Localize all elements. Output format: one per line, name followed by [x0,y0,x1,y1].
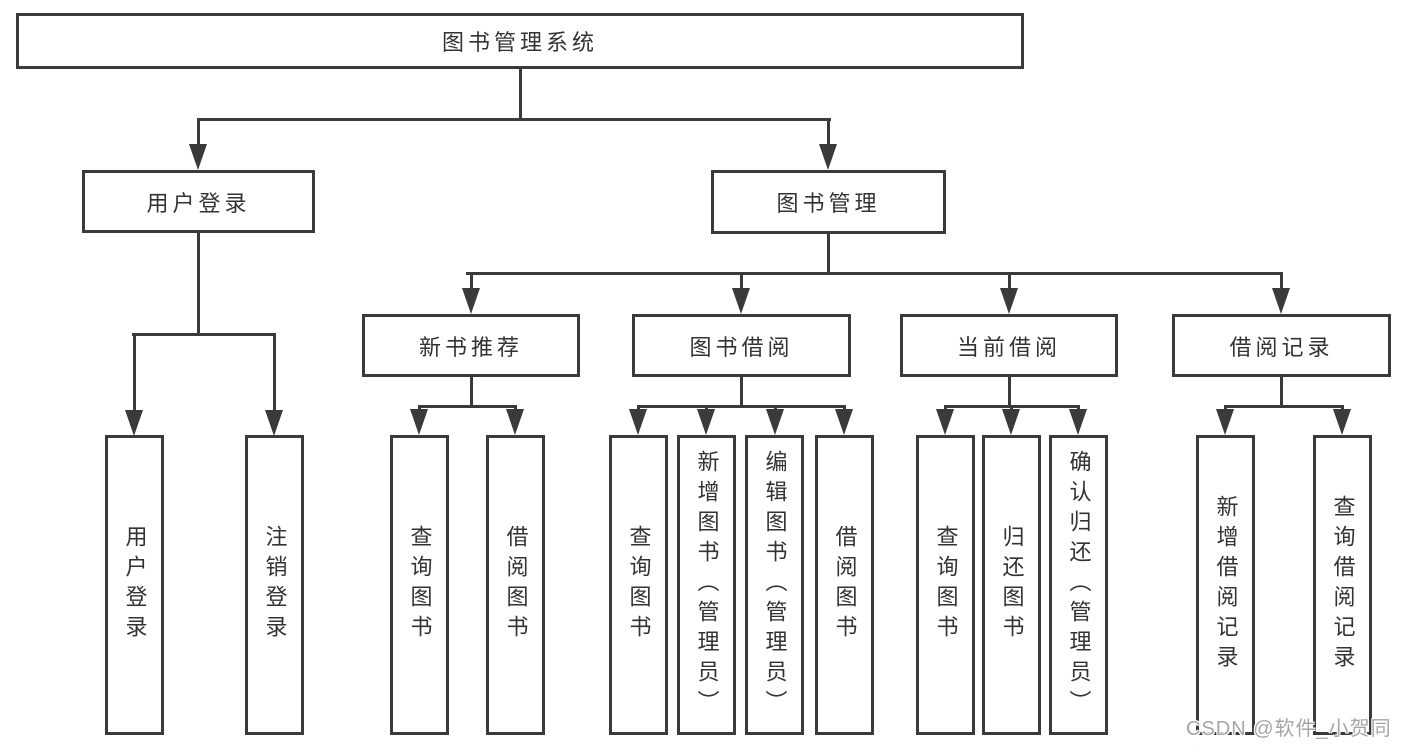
connector-new-book-stem [470,377,473,407]
leaf-edit-book-admin-label: 编辑图书（管理员） [762,450,788,720]
arrow-down-icon [936,409,954,435]
leaf-add-book-admin: 新增图书（管理员） [677,435,736,735]
arrow-down-icon [462,288,480,314]
leaf-query-books-current-label: 查询图书 [933,525,959,645]
node-book-borrowing: 图书借阅 [632,314,851,377]
connector-borrowing-records-split [1224,405,1343,408]
arrow-down-icon [1333,409,1351,435]
node-user-login-label: 用户登录 [146,190,251,216]
connector-to-book-borrowing [740,272,743,292]
leaf-borrow-books-borrowing: 借阅图书 [815,435,874,735]
leaf-query-borrow-record: 查询借阅记录 [1313,435,1372,735]
leaf-query-books-current: 查询图书 [916,435,975,735]
leaf-borrow-books-newbook-label: 借阅图书 [503,525,529,645]
connector-to-book-management [827,118,830,147]
node-borrowing-records: 借阅记录 [1172,314,1391,377]
leaf-return-books-label: 归还图书 [999,525,1025,645]
connector-current-borrowing-stem [1008,377,1011,407]
leaf-query-books-borrowing: 查询图书 [609,435,668,735]
leaf-logout-label: 注销登录 [262,525,288,645]
arrow-down-icon [410,409,428,435]
connector-level2-split [197,118,831,121]
connector-user-login-stem [197,233,200,335]
arrow-down-icon [732,288,750,314]
leaf-add-borrow-record: 新增借阅记录 [1196,435,1255,735]
leaf-return-books: 归还图书 [982,435,1041,735]
node-root-label: 图书管理系统 [441,30,598,55]
connector-book-borrowing-split [637,405,846,408]
leaf-query-books-newbook: 查询图书 [390,435,449,735]
node-book-borrowing-label: 图书借阅 [689,334,794,360]
node-root: 图书管理系统 [16,13,1024,69]
connector-to-new-book [470,272,473,292]
leaf-logout: 注销登录 [245,435,304,735]
leaf-confirm-return-admin: 确认归还（管理员） [1049,435,1108,735]
leaf-add-borrow-record-label: 新增借阅记录 [1213,495,1239,675]
node-book-management-label: 图书管理 [776,191,881,216]
connector-to-leaf-user-login [133,333,136,412]
connector-book-management-stem [827,234,830,274]
node-new-book-recommendation-label: 新书推荐 [418,334,523,360]
connector-root-stem [519,69,522,119]
connector-to-borrowing-records [1280,272,1283,292]
arrow-down-icon [265,410,283,436]
node-borrowing-records-label: 借阅记录 [1229,334,1334,360]
connector-new-book-split [418,405,516,408]
leaf-borrow-books-newbook: 借阅图书 [486,435,545,735]
leaf-edit-book-admin: 编辑图书（管理员） [745,435,804,735]
arrow-down-icon [697,409,715,435]
arrow-down-icon [1000,288,1018,314]
node-current-borrowing: 当前借阅 [900,314,1118,377]
arrow-down-icon [835,409,853,435]
leaf-query-borrow-record-label: 查询借阅记录 [1330,495,1356,675]
connector-to-leaf-logout [273,333,276,412]
connector-book-borrowing-stem [740,377,743,407]
leaf-user-login: 用户登录 [105,435,164,735]
arrow-down-icon [1002,409,1020,435]
leaf-add-book-admin-label: 新增图书（管理员） [694,450,720,720]
arrow-down-icon [766,409,784,435]
arrow-down-icon [1069,409,1087,435]
arrow-down-icon [1272,288,1290,314]
leaf-query-books-borrowing-label: 查询图书 [626,525,652,645]
watermark: CSDN @软件_小贺同学 [1186,718,1392,740]
arrow-down-icon [506,409,524,435]
arrow-down-icon [819,144,837,170]
leaf-user-login-label: 用户登录 [122,525,148,645]
node-user-login: 用户登录 [82,170,315,233]
leaf-confirm-return-admin-label: 确认归还（管理员） [1066,450,1092,720]
arrow-down-icon [1216,409,1234,435]
leaf-borrow-books-borrowing-label: 借阅图书 [832,525,858,645]
node-book-management: 图书管理 [711,170,946,234]
arrow-down-icon [189,144,207,170]
connector-level3-split [466,272,1282,275]
connector-user-login-split [132,333,275,336]
arrow-down-icon [629,409,647,435]
arrow-down-icon [125,410,143,436]
connector-to-current-borrowing [1008,272,1011,292]
connector-borrowing-records-stem [1280,377,1283,407]
leaf-query-books-newbook-label: 查询图书 [407,525,433,645]
connector-to-user-login [197,118,200,147]
node-current-borrowing-label: 当前借阅 [956,334,1061,360]
node-new-book-recommendation: 新书推荐 [362,314,580,377]
